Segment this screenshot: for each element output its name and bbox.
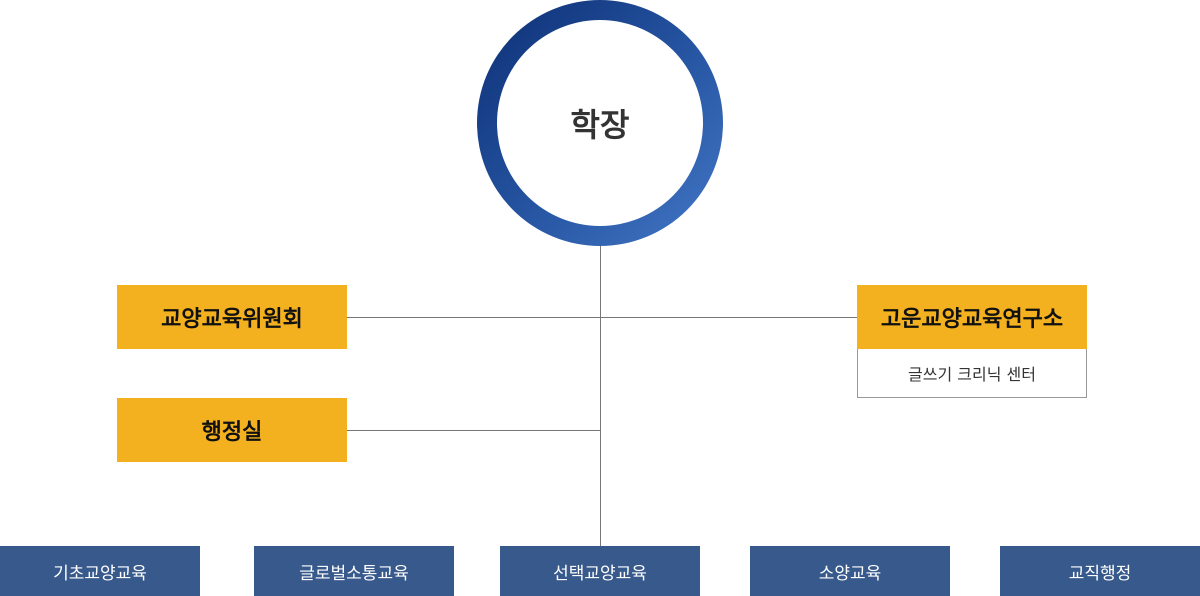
department-box: 선택교양교육 bbox=[500, 546, 700, 596]
president-label: 학장 bbox=[497, 20, 703, 226]
writing-clinic-box: 글쓰기 크리닉 센터 bbox=[857, 349, 1087, 398]
institute-box: 고운교양교육연구소 bbox=[857, 285, 1087, 349]
president-node: 학장 bbox=[477, 0, 723, 246]
admin-office-box: 행정실 bbox=[117, 398, 347, 462]
committee-box: 교양교육위원회 bbox=[117, 285, 347, 349]
department-box: 기초교양교육 bbox=[0, 546, 200, 596]
department-box: 글로벌소통교육 bbox=[254, 546, 454, 596]
connector-committee-institute bbox=[347, 317, 857, 318]
connector-admin bbox=[347, 430, 600, 431]
connector-vertical bbox=[600, 246, 601, 546]
department-box: 교직행정 bbox=[1000, 546, 1200, 596]
department-box: 소양교육 bbox=[750, 546, 950, 596]
